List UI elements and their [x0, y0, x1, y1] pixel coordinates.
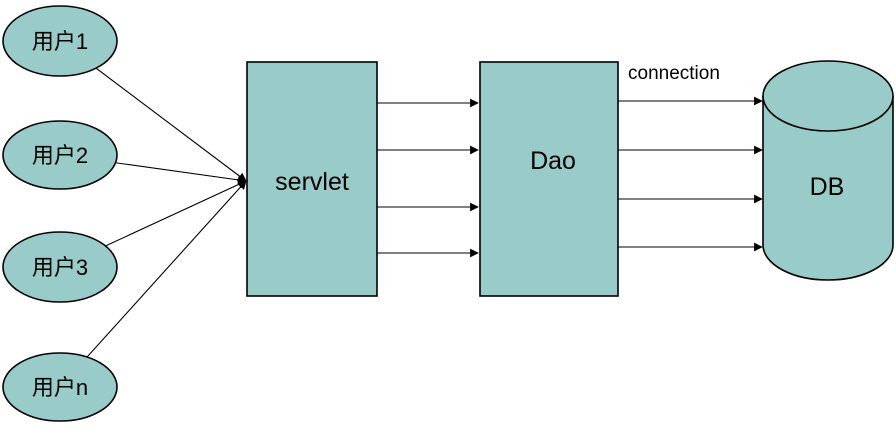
- usern-label: 用户n: [32, 375, 88, 400]
- dao-box: [479, 61, 619, 297]
- servlet-label: servlet: [275, 168, 349, 196]
- user3-label: 用户3: [32, 255, 88, 280]
- db-cylinder-body: [762, 96, 894, 281]
- db-cylinder-top: [762, 60, 894, 132]
- connector-usern-servlet: [59, 180, 247, 388]
- connection-edge-label: connection: [628, 63, 720, 84]
- usern-node: [2, 352, 118, 422]
- user1-node: [2, 5, 118, 77]
- user3-node: [2, 231, 118, 303]
- servlet-box: [246, 61, 378, 297]
- user2-node: [2, 120, 118, 190]
- dao-label: Dao: [530, 147, 576, 175]
- db-label: DB: [810, 173, 845, 201]
- user2-label: 用户2: [32, 143, 88, 168]
- user1-label: 用户1: [32, 29, 88, 54]
